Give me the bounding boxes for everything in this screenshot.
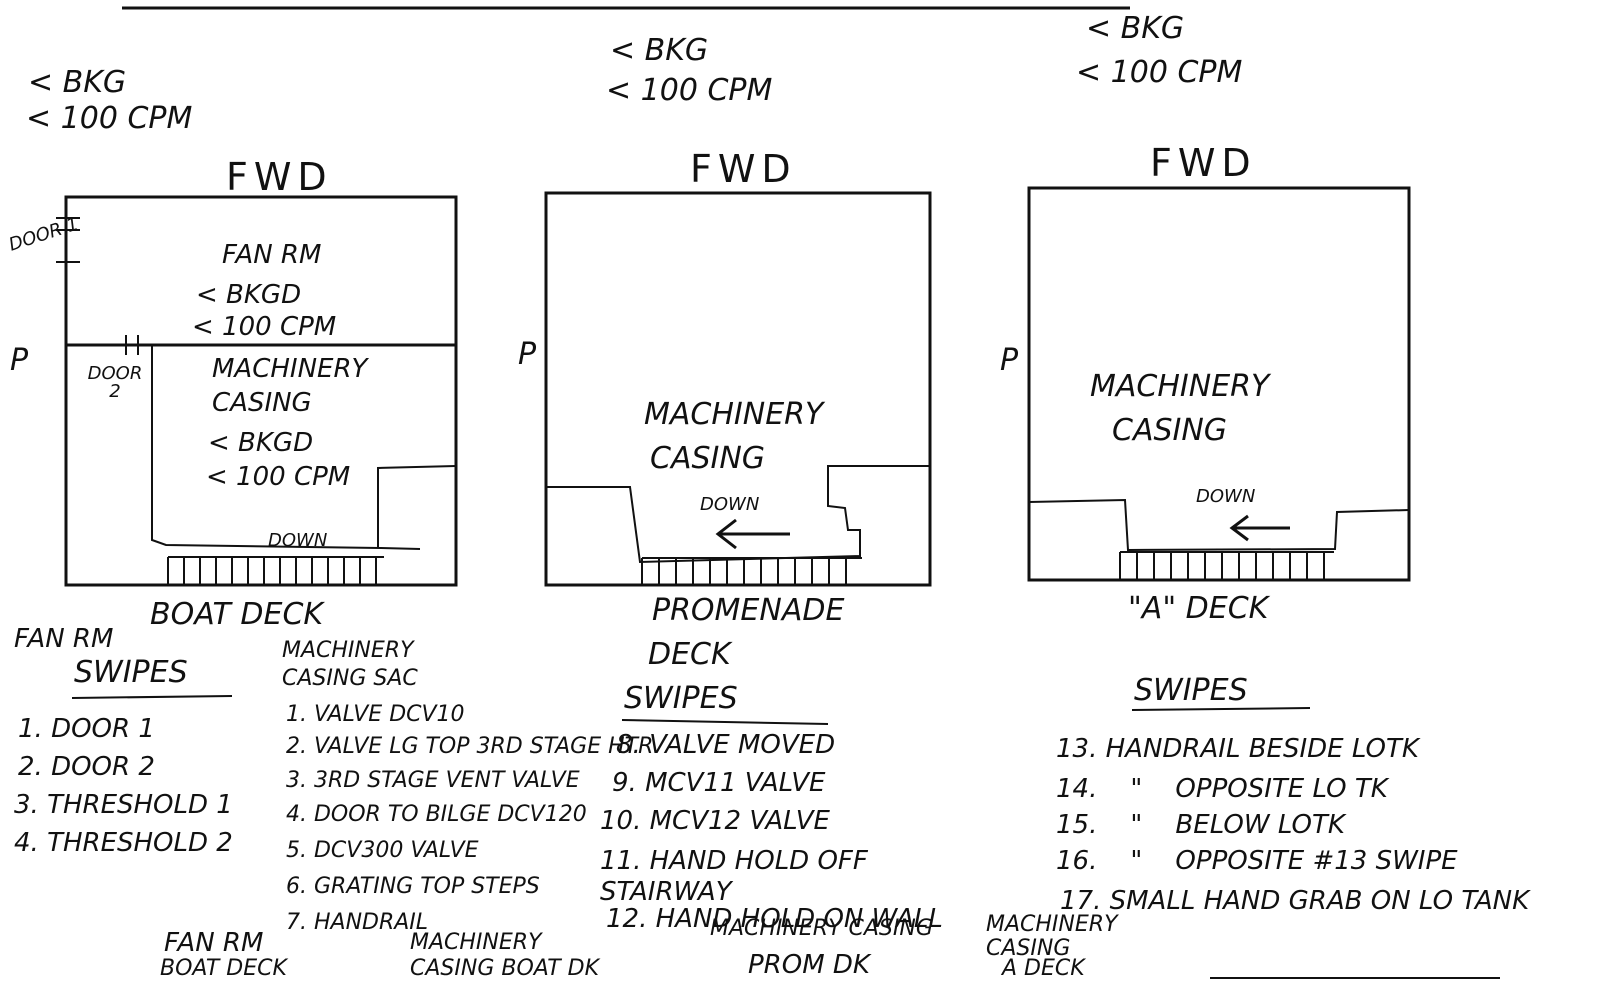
footer-boat-deck: BOAT DECK (160, 956, 287, 981)
p3-port-label: P (1000, 343, 1019, 378)
a-deck-name: "A" DECK (1128, 591, 1269, 626)
casing-swipe-item: 5. DCV300 VALVE (286, 838, 479, 863)
p2-casing-label: CASING (650, 441, 766, 476)
p1-machinery-label: MACHINERY (212, 354, 368, 384)
a-deck-swipe-item: 13. HANDRAIL BESIDE LOTK (1056, 734, 1419, 764)
fan-swipe-item: 4. THRESHOLD 2 (14, 828, 233, 858)
fan-swipe-item: 3. THRESHOLD 1 (14, 790, 233, 820)
p2-machinery-label: MACHINERY (644, 397, 824, 432)
promenade-deck-sketch (544, 191, 932, 587)
a-deck-outline (1027, 186, 1411, 582)
p2-cpm-note: < 100 CPM (606, 73, 773, 108)
fan-swipe-item: 1. DOOR 1 (18, 714, 155, 744)
p2-down-label: DOWN (700, 494, 760, 515)
casing-step (377, 465, 457, 548)
fan-swipes-title-1: FAN RM (14, 624, 114, 654)
casing-swipe-item: 4. DOOR TO BILGE DCV120 (286, 802, 587, 827)
casing-swipes-title-1: MACHINERY (282, 638, 414, 663)
casing-swipes-title-2: CASING SAC (282, 666, 418, 691)
a-deck-swipe-item: 14. " OPPOSITE LO TK (1056, 774, 1388, 804)
p1-casing-cpm: < 100 CPM (206, 462, 351, 492)
p2-bkg-note: < BKG (610, 33, 709, 68)
fan-room-cpm: < 100 CPM (192, 312, 337, 342)
a-deck-swipe-item: 16. " OPPOSITE #13 SWIPE (1056, 846, 1458, 876)
a-deck-swipes-title: SWIPES (1134, 673, 1248, 708)
p1-casing-label: CASING (212, 388, 312, 418)
door2-label: DOOR 2 (87, 363, 143, 402)
a-deck-swipes-underline (1131, 707, 1311, 711)
footer-casing-a: CASING (986, 936, 1071, 961)
door2-tick-marks (125, 335, 139, 355)
casing-swipe-item: 2. VALVE LG TOP 3RD STAGE HTR (286, 734, 654, 759)
p2-port-label: P (518, 337, 537, 372)
promenade-deck-name: PROMENADE (652, 593, 845, 628)
footer-machinery-1: MACHINERY (410, 930, 542, 955)
p1-cpm-note: < 100 CPM (26, 101, 193, 136)
boat-deck-outline (64, 195, 458, 587)
casing-wall (151, 345, 421, 550)
p1-down-label: DOWN (268, 530, 328, 551)
p3-cpm-note: < 100 CPM (1076, 55, 1243, 90)
footer-machinery-a: MACHINERY (986, 912, 1118, 937)
boat-deck-sketch (56, 195, 458, 587)
promenade-swipe-item: 10. MCV12 VALVE (600, 806, 830, 836)
p3-fwd-label: FWD (1150, 141, 1257, 185)
a-deck-swipe-item: 15. " BELOW LOTK (1056, 810, 1345, 840)
stairs-promenade-deck (641, 557, 862, 585)
fan-room-bkgd: < BKGD (196, 280, 302, 310)
promenade-swipes-title: SWIPES (624, 681, 738, 716)
footer-prom-dk: PROM DK (748, 950, 870, 980)
footer-machinery-casing: MACHINERY CASING (710, 916, 933, 941)
casing-swipe-item: 6. GRATING TOP STEPS (286, 874, 540, 899)
fan-swipes-title-2: SWIPES (74, 655, 188, 690)
stairs-boat-deck (167, 556, 384, 585)
footer-a-deck: A DECK (1002, 956, 1085, 981)
promenade-swipe-item: 12. HAND HOLD ON WALL (606, 904, 943, 934)
fan-swipes-underline (71, 695, 233, 699)
promenade-arrow-head (715, 518, 737, 550)
promenade-deck-name-2: DECK (648, 637, 731, 672)
p3-casing-label: CASING (1112, 413, 1228, 448)
a-deck-sketch (1027, 186, 1411, 582)
p1-fwd-label: FWD (226, 155, 333, 199)
promenade-swipe-item: 11. HAND HOLD OFF STAIRWAY (600, 846, 868, 908)
boat-deck-name: BOAT DECK (150, 597, 324, 632)
promenade-swipe-item: 9. MCV11 VALVE (612, 768, 826, 798)
fan-room-label: FAN RM (222, 240, 322, 270)
promenade-deck-outline (544, 191, 932, 587)
footer-fan-room: FAN RM (164, 928, 264, 958)
p3-down-label: DOWN (1196, 486, 1256, 507)
casing-swipe-item: 1. VALVE DCV10 (286, 702, 465, 727)
casing-swipe-item: 3. 3RD STAGE VENT VALVE (286, 768, 580, 793)
a-deck-arrow-head (1229, 514, 1249, 542)
promenade-swipes-underline (621, 719, 829, 725)
a-deck-swipe-item: 17. SMALL HAND GRAB ON LO TANK (1060, 886, 1530, 916)
p3-bkg-note: < BKG (1086, 11, 1185, 46)
p3-machinery-label: MACHINERY (1090, 369, 1270, 404)
p1-bkg-note: < BKG (28, 65, 127, 100)
footer-casing-boat-dk: CASING BOAT DK (410, 956, 600, 981)
promenade-swipe-item: 8. VALVE MOVED (616, 730, 836, 760)
casing-swipe-item: 7. HANDRAIL (286, 910, 429, 935)
fan-swipe-item: 2. DOOR 2 (18, 752, 155, 782)
p1-port-label: P (10, 343, 29, 378)
stairs-a-deck (1119, 551, 1334, 580)
p1-casing-bkgd: < BKGD (208, 428, 314, 458)
a-deck-casing-wall (1028, 498, 1410, 552)
door1-tick-marks (56, 217, 80, 263)
promenade-casing-wall (546, 465, 930, 564)
p2-fwd-label: FWD (690, 147, 797, 191)
